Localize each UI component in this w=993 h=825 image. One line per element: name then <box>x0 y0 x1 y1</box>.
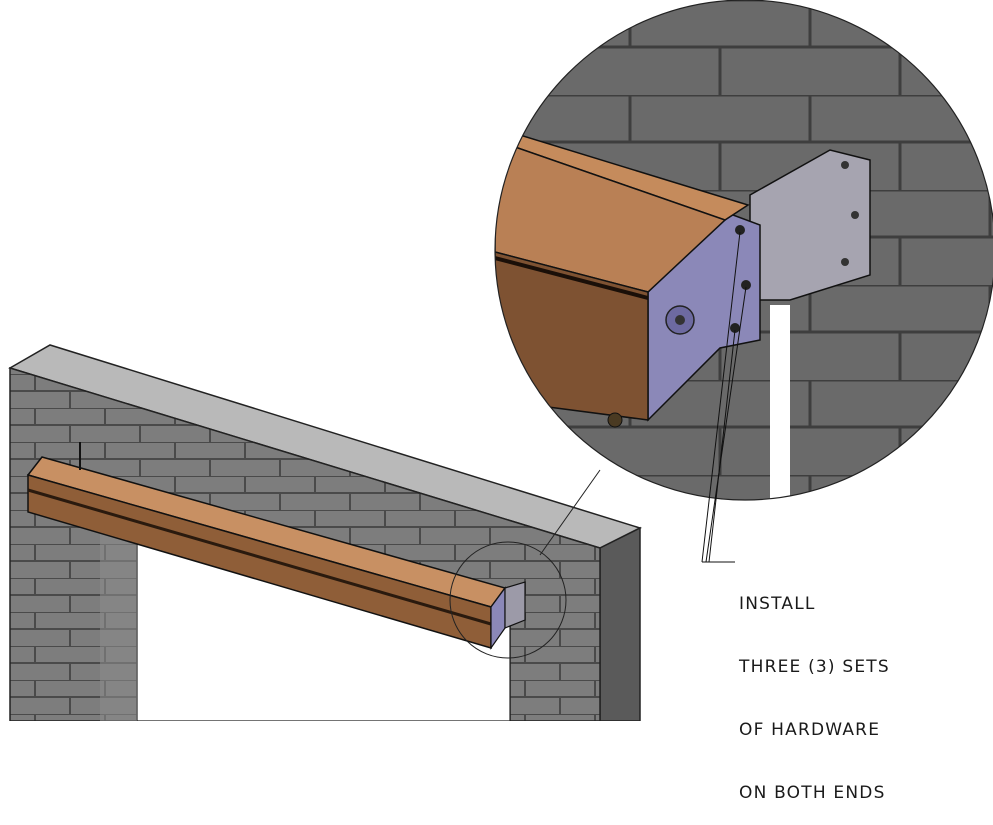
note-line-3: OF HARDWARE <box>739 720 881 740</box>
detail-marker-circle <box>449 541 567 659</box>
hardware-leader-lines <box>701 231 747 563</box>
note-line-1: INSTALL <box>739 594 816 614</box>
hood-assembly <box>26 442 526 650</box>
note-line-2: THREE (3) SETS <box>739 657 890 677</box>
detail-leader-line <box>539 469 601 556</box>
detail-magnified-view <box>495 0 993 500</box>
note-line-4: ON BOTH ENDS <box>739 783 886 803</box>
detail-magnified-outline <box>494 0 993 501</box>
installation-diagram <box>8 0 993 721</box>
installation-note: INSTALL THREE (3) SETS OF HARDWARE ON BO… <box>739 552 890 825</box>
